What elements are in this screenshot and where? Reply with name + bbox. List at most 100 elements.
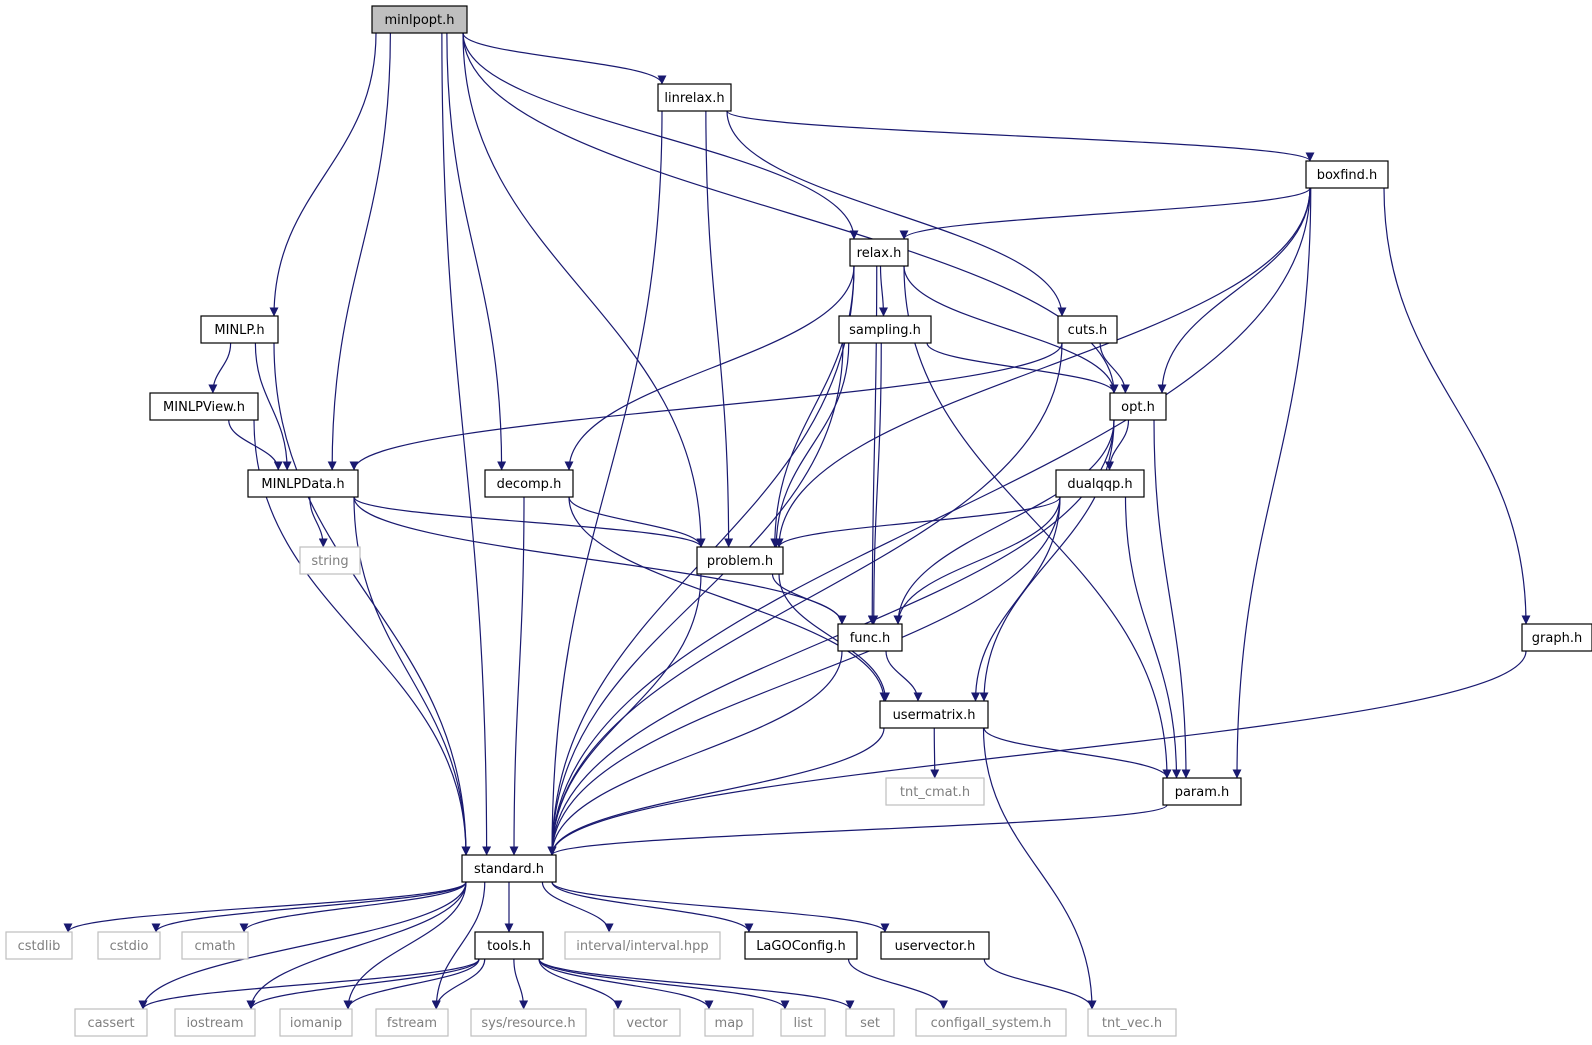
node-map: map (704, 1008, 754, 1037)
node-box (174, 1008, 256, 1037)
node-label: set (860, 1016, 880, 1031)
edge-standard-to-lagoconfig (551, 881, 754, 933)
node-minlpopt[interactable]: minlpopt.h (371, 5, 468, 34)
node-label: MINLP.h (214, 323, 264, 338)
dependency-edge (538, 958, 790, 1010)
node-graph[interactable]: graph.h (1521, 623, 1592, 652)
dependency-edge (513, 958, 529, 1010)
node-minlp[interactable]: MINLP.h (200, 315, 279, 344)
node-sampling[interactable]: sampling.h (838, 315, 932, 344)
dependency-edge (564, 265, 855, 471)
edge-dualqqp-to-problem (774, 496, 1061, 548)
dependency-edge (547, 727, 885, 856)
node-cuts[interactable]: cuts.h (1057, 315, 1118, 344)
node-label: decomp.h (497, 477, 562, 492)
dependency-edge (1232, 187, 1312, 779)
edge-standard-to-fstream (431, 881, 486, 1010)
dependency-edge (254, 342, 292, 471)
node-box (247, 469, 359, 498)
node-cmath: cmath (181, 931, 249, 960)
edge-minlpopt-to-problem (462, 32, 706, 548)
node-tools[interactable]: tools.h (474, 931, 544, 960)
node-box (837, 623, 903, 652)
node-box (885, 777, 985, 806)
node-box (838, 315, 932, 344)
dependency-edge (353, 496, 471, 856)
dependency-edge (983, 727, 1172, 779)
node-label: interval/interval.hpp (576, 939, 708, 954)
dependency-edge (547, 650, 843, 856)
dependency-edge (893, 419, 1115, 625)
edge-minlpopt-to-minlp (269, 32, 377, 317)
dependency-edge (847, 958, 948, 1010)
edge-tools-to-map (538, 958, 714, 1010)
node-dualqqp[interactable]: dualqqp.h (1055, 469, 1145, 498)
node-uservector[interactable]: uservector.h (880, 931, 990, 960)
edge-tools-to-iomanip (343, 958, 480, 1010)
node-box (696, 546, 784, 575)
node-lagoconfig[interactable]: LaGOConfig.h (744, 931, 858, 960)
node-label: MINLPData.h (261, 477, 344, 492)
node-interval: interval/interval.hpp (564, 931, 721, 960)
node-minlpdata[interactable]: MINLPData.h (247, 469, 359, 498)
edge-opt-to-usermatrix (979, 419, 1115, 702)
dependency-edge (441, 32, 492, 856)
dependency-edge (246, 881, 467, 1010)
edge-minlpdata-to-problem (353, 496, 706, 548)
node-box (149, 392, 259, 421)
edge-minlpopt-to-decomp (446, 32, 507, 471)
dependency-edge (930, 727, 940, 779)
dependency-edge (982, 727, 1097, 1010)
dependency-edge (547, 573, 702, 856)
edge-opt-to-func (893, 419, 1115, 625)
node-label: tnt_vec.h (1102, 1016, 1162, 1031)
edge-standard-to-cstdio (151, 881, 467, 933)
node-label: tnt_cmat.h (900, 785, 970, 800)
dependency-edge (1099, 342, 1130, 394)
node-label: cassert (87, 1016, 134, 1031)
dependency-edge (551, 881, 890, 933)
dependency-edge (446, 32, 507, 471)
dependency-edge (979, 419, 1115, 702)
edge-linrelax-to-problem (705, 110, 734, 548)
edge-boxfind-to-opt (1157, 187, 1311, 394)
edge-linrelax-to-boxfind (726, 110, 1315, 162)
dependency-edge (547, 650, 1527, 856)
node-linrelax[interactable]: linrelax.h (657, 83, 732, 112)
node-label: cstdlib (18, 939, 61, 954)
node-box (461, 854, 557, 883)
edge-problem-to-usermatrix (778, 573, 890, 702)
node-label: problem.h (707, 554, 773, 569)
node-box (1087, 1008, 1177, 1037)
node-iomanip: iomanip (279, 1008, 353, 1037)
dependency-edge (547, 496, 1061, 856)
dependency-edge (983, 958, 1097, 1010)
node-minlpview[interactable]: MINLPView.h (149, 392, 259, 421)
edge-dualqqp-to-standard (547, 496, 1061, 856)
edge-minlpopt-to-opt (462, 32, 1119, 394)
node-box (97, 931, 161, 960)
node-label: cuts.h (1068, 323, 1108, 338)
dependency-edge (138, 958, 480, 1010)
dependency-edge (899, 187, 1311, 240)
edge-minlpview-to-minlpdata (228, 419, 283, 471)
node-opt[interactable]: opt.h (1109, 392, 1167, 421)
node-problem[interactable]: problem.h (696, 546, 784, 575)
node-box (181, 931, 249, 960)
node-param[interactable]: param.h (1162, 777, 1242, 806)
edge-opt-to-param (1153, 419, 1191, 779)
dependency-edge (353, 496, 706, 548)
node-box (470, 1008, 587, 1037)
node-usermatrix[interactable]: usermatrix.h (879, 700, 989, 729)
node-relax[interactable]: relax.h (849, 238, 909, 267)
node-label: relax.h (857, 246, 902, 261)
node-vector: vector (613, 1008, 681, 1037)
dependency-edge (462, 32, 667, 85)
node-func[interactable]: func.h (837, 623, 903, 652)
node-standard[interactable]: standard.h (461, 854, 557, 883)
node-box (744, 931, 858, 960)
dependency-edge (431, 958, 486, 1010)
node-boxfind[interactable]: boxfind.h (1305, 160, 1389, 189)
node-decomp[interactable]: decomp.h (484, 469, 574, 498)
edge-tools-to-sysresource (513, 958, 529, 1010)
